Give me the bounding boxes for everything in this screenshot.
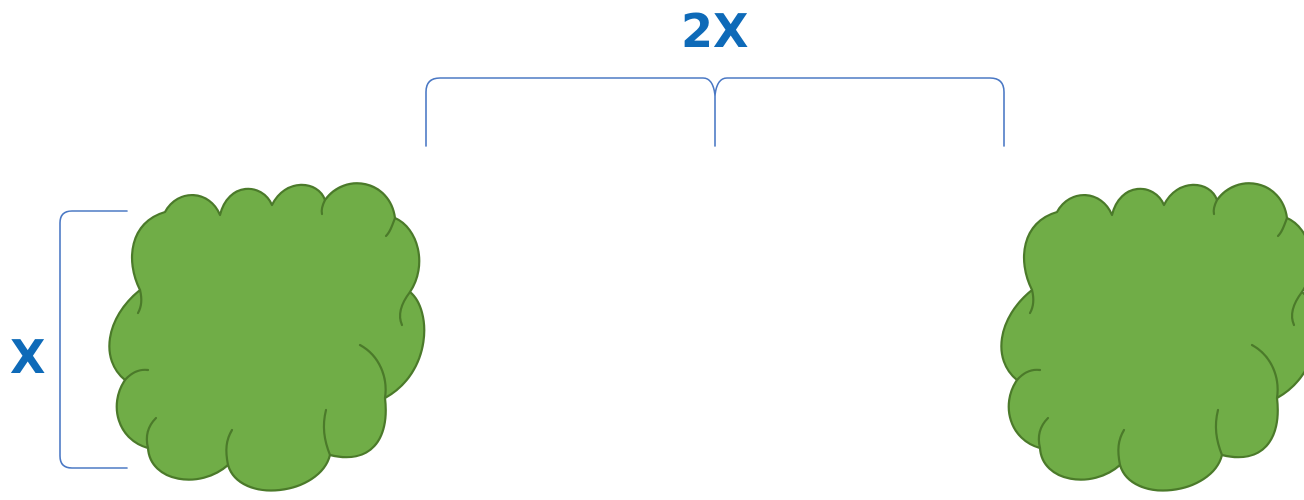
right-bush-body <box>1000 182 1304 492</box>
left-bush-crease-2 <box>358 343 387 400</box>
vertical-brace <box>59 210 128 469</box>
left-bush <box>108 182 426 492</box>
right-bush <box>1000 182 1304 492</box>
right-bush-crease-3 <box>1214 408 1224 457</box>
left-bush-crease-8 <box>384 216 397 238</box>
left-bush-crease-3 <box>322 408 332 457</box>
right-bush-crease-9 <box>1212 198 1219 216</box>
left-bush-crease-4 <box>225 428 234 467</box>
left-bush-crease-1 <box>399 290 412 327</box>
right-bush-crease-1 <box>1291 290 1304 327</box>
left-bush-crease-9 <box>320 198 327 216</box>
right-bush-crease-6 <box>1015 368 1042 382</box>
right-bush-crease-4 <box>1117 428 1126 467</box>
left-bush-crease-7 <box>136 288 143 315</box>
right-bush-crease-2 <box>1250 343 1279 400</box>
vertical-dimension-label: X <box>10 330 46 384</box>
left-bush-crease-5 <box>145 416 158 450</box>
horizontal-dimension-label: 2X <box>681 4 749 58</box>
right-bush-crease-7 <box>1028 288 1035 315</box>
left-bush-body <box>108 182 426 492</box>
right-bush-crease-8 <box>1276 216 1289 238</box>
left-bush-crease-6 <box>123 368 150 382</box>
right-bush-crease-5 <box>1037 416 1050 450</box>
